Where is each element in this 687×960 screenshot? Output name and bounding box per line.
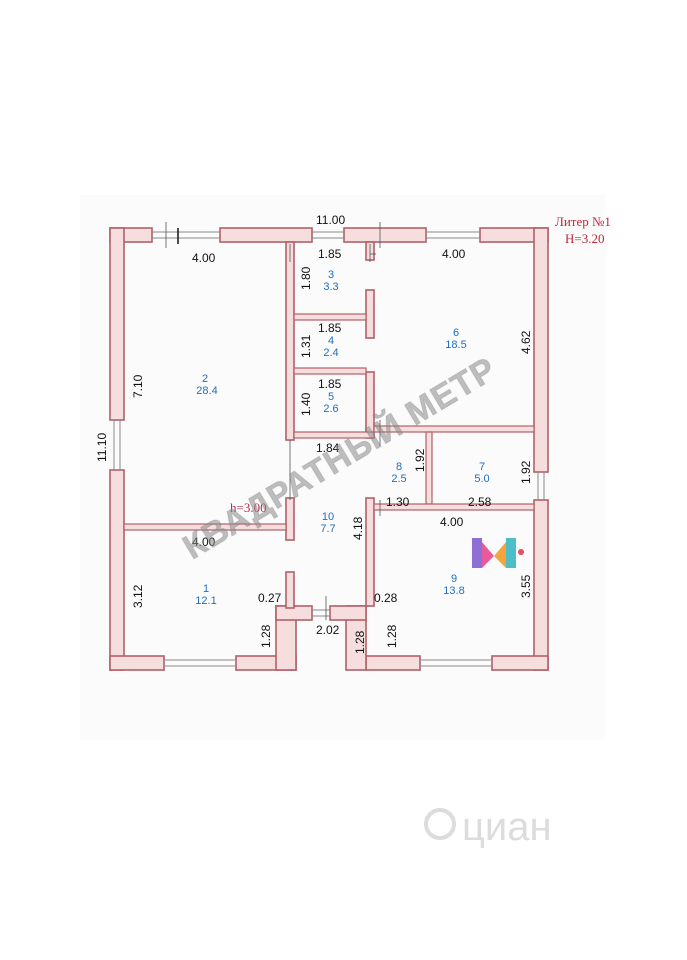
dim-r1-width: 4.00 [192,535,216,549]
room-7-number: 7 [479,461,485,473]
room-4-area: 2.4 [323,347,338,359]
room-8-number: 8 [396,461,402,473]
room-7-area: 5.0 [474,473,489,485]
room-5-area: 2.6 [323,403,338,415]
scan-area [80,195,605,740]
cian-watermark-text: циан [462,805,552,849]
cian-watermark: циан [424,805,552,849]
dim-porch-right-h: 1.28 [385,624,399,648]
partition-3-4 [293,313,367,321]
wall-bottom-1 [109,655,165,671]
room-10-area: 7.7 [320,523,335,535]
dim-r3-width: 1.85 [318,247,342,261]
dim-overall-height: 11.10 [95,433,109,462]
door-top [312,231,344,239]
dim-porch-right-w: 0.28 [374,591,398,605]
room-9-area: 13.8 [443,585,464,597]
ceiling-height-note: h=3.00 [230,500,267,515]
partition-4-5 [293,367,367,375]
wall-top-mid-left [219,227,313,243]
wall-bottom-3 [365,655,421,671]
door-entrance [312,609,330,617]
dim-r8-width: 1.30 [386,495,410,509]
window-bottom-2 [420,659,492,667]
dim-porch-left-w: 0.27 [258,591,282,605]
porch-wall-right-top [329,605,367,621]
dim-r6-height: 4.62 [519,330,533,354]
room-2-number: 2 [202,373,208,385]
litera-label: Литер №1 [555,214,611,229]
wall-left-bottom [109,469,125,671]
dim-r5-height: 1.40 [299,392,313,416]
wall-r10-east [365,497,375,607]
window-top-2 [426,231,480,239]
wall-r1-east [285,571,295,609]
partition-8-9 [373,503,535,511]
dim-r1-height: 3.12 [131,584,145,608]
dim-porch-left-h: 1.28 [259,624,273,648]
room-1-area: 12.1 [195,595,216,607]
dim-r4-height: 1.31 [299,334,313,358]
room-10-number: 10 [322,511,334,523]
dim-r9-height: 3.55 [519,574,533,598]
wall-r4-east [365,289,375,339]
height-label: H=3.20 [565,231,604,246]
dim-r7-height: 1.92 [519,460,533,484]
wall-bottom-4 [491,655,549,671]
partition-5-corridor [293,431,375,439]
wall-top-mid [343,227,427,243]
dim-r3-height: 1.80 [299,266,313,290]
room-3-number: 3 [328,269,334,281]
room-9-number: 9 [451,573,457,585]
partition-6-7 [373,425,535,433]
wall-left-top [109,227,125,421]
room-8-area: 2.5 [391,473,406,485]
window-right [537,472,545,500]
dim-r6-width: 4.00 [442,247,466,261]
dim-corridor-width: 1.84 [316,441,340,455]
room-5-number: 5 [328,391,334,403]
company-logo [472,538,524,568]
room-2-area: 28.4 [196,385,217,397]
wall-right-top [533,227,549,473]
dim-r10-height: 4.18 [351,516,365,540]
room-6-number: 6 [453,327,459,339]
dim-r4-width: 1.85 [318,321,342,335]
window-bottom-1 [164,659,236,667]
room-6-area: 18.5 [445,339,466,351]
room-3-area: 3.3 [323,281,338,293]
dim-r9-width: 4.00 [440,515,464,529]
dim-porch-width: 2.02 [316,623,340,637]
dim-r7-width: 2.58 [468,495,492,509]
wall-r2-east [285,241,295,441]
dimension-ticks [165,222,381,620]
window-left [113,420,121,470]
dim-r8-height: 1.92 [413,448,427,472]
partition-2-1 [123,523,287,531]
room-1-number: 1 [203,583,209,595]
window-top-1 [152,228,220,244]
dim-r5-width: 1.85 [318,377,342,391]
wall-right-bottom [533,499,549,671]
dim-overall-width: 11.00 [316,213,345,227]
room-4-number: 4 [328,335,334,347]
dim-r2-width: 4.00 [192,251,216,265]
dim-porch-right-h2: 1.28 [353,630,367,654]
dim-r2-height: 7.10 [131,374,145,398]
